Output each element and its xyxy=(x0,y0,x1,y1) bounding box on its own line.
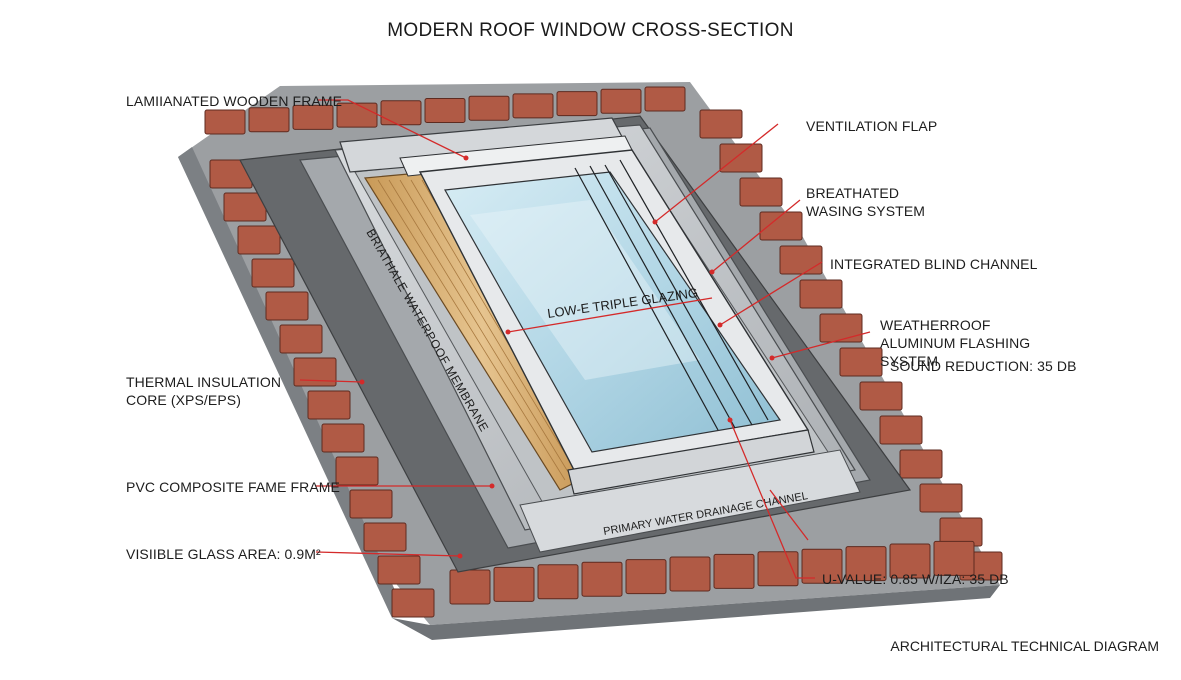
roof-tile xyxy=(468,95,510,121)
roof-tile xyxy=(699,109,743,139)
leader-lines xyxy=(299,99,871,579)
leader-thermal xyxy=(299,379,363,383)
roof-tile xyxy=(839,347,883,377)
roof-tile xyxy=(859,381,903,411)
roof-tile xyxy=(799,279,843,309)
roof-tile xyxy=(251,258,295,288)
roof-tile xyxy=(889,543,931,579)
roof-tile xyxy=(739,177,783,207)
roof-tile xyxy=(391,588,435,618)
wood-grain-line xyxy=(399,179,582,481)
leader-glazing xyxy=(507,297,713,333)
roof-tile xyxy=(279,324,323,354)
roof-tile xyxy=(449,569,491,605)
roof-tile xyxy=(237,225,281,255)
roof-tile xyxy=(336,102,378,128)
drainage-channel xyxy=(519,449,861,553)
roof-tile xyxy=(335,456,379,486)
label-blind-channel: INTEGRATED BLIND CHANNEL xyxy=(830,256,1038,272)
roof-tile xyxy=(801,548,843,584)
triple-glazing-pane xyxy=(444,171,782,453)
roof-tile xyxy=(581,561,623,597)
roof-tile xyxy=(719,143,763,173)
roof-tile xyxy=(204,109,246,135)
leader-glass-area xyxy=(315,551,461,557)
roof-tile xyxy=(556,91,598,117)
label-u-value: U-VALUE: 0.85 W/IZA: 35 dB xyxy=(822,571,1009,587)
roof-tile xyxy=(307,390,351,420)
roof-tile xyxy=(424,98,466,123)
diagram-title: MODERN ROOF WINDOW CROSS-SECTION xyxy=(387,20,794,41)
roof-tile xyxy=(919,483,963,513)
roof-tile xyxy=(845,546,887,582)
leader-blind-channel xyxy=(719,261,823,326)
wood-grain-line xyxy=(377,179,566,481)
roof-tile xyxy=(363,522,407,552)
label-laminated-frame: LAMIIANATED WOODEN FRAME xyxy=(126,93,343,109)
label-sound-reduction: SOUND REDUCTION: 35 dB xyxy=(890,358,1077,374)
label-glass-area: VISIIBLE GLASS AREA: 0.9m² xyxy=(126,546,321,562)
roof-tile xyxy=(669,556,711,592)
roof-tile xyxy=(380,100,422,126)
roof-tile xyxy=(933,540,975,576)
roof-tile xyxy=(899,449,943,479)
roof-tile xyxy=(321,423,365,453)
roof-tile xyxy=(493,566,535,602)
roof-tile xyxy=(644,86,686,112)
roof-tile xyxy=(293,357,337,387)
leader-ventilation xyxy=(654,123,779,223)
roof-tile xyxy=(377,555,421,585)
roof-tile xyxy=(349,489,393,519)
label-thermal-core: THERMAL INSULATION CORE (XPS/EPS) xyxy=(126,374,282,408)
leader-flashing xyxy=(771,331,871,359)
wood-grain-line xyxy=(388,179,574,481)
leader-laminated-frame xyxy=(318,99,467,159)
label-breathated-washing: BREATHATED WASING SYSTEM xyxy=(806,185,926,219)
diagram-footer: ARCHITECTURAL TECHNICAL DIAGRAM xyxy=(890,638,1159,654)
roof-tile xyxy=(625,559,667,595)
roof-tile xyxy=(537,564,579,600)
roof-tile xyxy=(600,88,642,114)
glass-reflection xyxy=(470,200,700,380)
roof-tile xyxy=(879,415,923,445)
roof-tile xyxy=(512,93,554,119)
roof-tile xyxy=(759,211,803,241)
roof-tile xyxy=(713,553,755,589)
roof-tile xyxy=(265,291,309,321)
label-flashing: WEATHERROOF ALUMINUM FLASHING SYSTEM xyxy=(880,317,1031,369)
label-pvc-frame: PVC COMPOSITE FAME FRAME xyxy=(126,479,340,495)
leader-washing xyxy=(711,199,801,273)
roof-tile xyxy=(292,104,334,130)
roof-tile xyxy=(779,245,823,275)
leader-drainage xyxy=(769,489,809,541)
window-sill xyxy=(567,429,815,495)
roof-tile xyxy=(248,107,290,133)
roof-tile xyxy=(819,313,863,343)
glazing-layers xyxy=(574,159,769,431)
leader-u-value xyxy=(729,419,815,579)
label-ventilation-flap: VENTILATION FLAP xyxy=(806,118,938,134)
